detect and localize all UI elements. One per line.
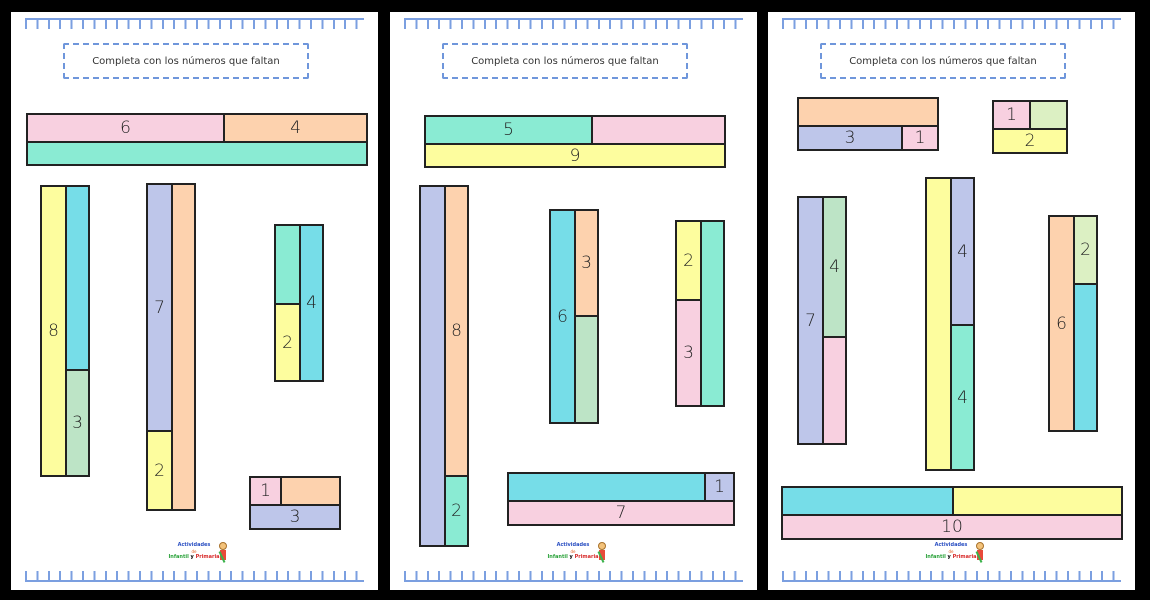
- bar-model-vertical-4-4: 4 4: [925, 177, 975, 471]
- part-cell: 1: [994, 102, 1029, 128]
- part-cell: 8: [446, 187, 467, 475]
- worksheet-page-1: Completa con los números que faltan 6 4 …: [11, 12, 378, 590]
- part-cell-blank[interactable]: [591, 117, 724, 143]
- bar-model-5-plus-blank-9: 5 9: [424, 115, 726, 168]
- part-cell: 4: [952, 179, 973, 324]
- part-cell: 3: [67, 369, 88, 475]
- mascot-icon: [218, 542, 228, 564]
- total-cell-blank[interactable]: [171, 185, 194, 509]
- part-cell-blank[interactable]: [783, 488, 952, 514]
- total-cell-blank[interactable]: [799, 99, 937, 125]
- bar-model-vertical-8: 8 3: [40, 185, 90, 477]
- total-cell-blank[interactable]: [421, 187, 444, 545]
- instruction-text: Completa con los números que faltan: [92, 55, 280, 67]
- part-cell: 5: [426, 117, 591, 143]
- total-cell: 6: [1050, 217, 1073, 430]
- publisher-logo: Actividades de Infantil y Primaria: [164, 542, 227, 568]
- worksheet-page-3: Completa con los números que faltan 3 1 …: [768, 12, 1135, 590]
- part-cell: 3: [576, 211, 597, 315]
- bar-model-vertical-2-3: 2 3: [675, 220, 725, 407]
- total-cell: 10: [783, 514, 1121, 538]
- instruction-text: Completa con los números que faltan: [471, 55, 659, 67]
- bar-model-blank-plus-1-7: 1 7: [507, 472, 735, 526]
- part-cell: 4: [223, 115, 366, 141]
- bottom-ruler-decoration: [782, 568, 1121, 582]
- part-cell-blank[interactable]: [67, 187, 88, 369]
- part-cell: 2: [1075, 217, 1096, 283]
- mascot-icon: [597, 542, 607, 564]
- part-cell: 3: [677, 299, 700, 405]
- total-cell: 6: [551, 211, 574, 422]
- part-cell: 4: [952, 324, 973, 469]
- part-cell-blank[interactable]: [509, 474, 704, 500]
- total-cell-blank[interactable]: [927, 179, 950, 469]
- instruction-box: Completa con los números que faltan: [442, 43, 688, 79]
- total-cell-blank[interactable]: [28, 141, 366, 164]
- part-cell-blank[interactable]: [824, 336, 845, 443]
- part-cell-blank[interactable]: [1075, 283, 1096, 430]
- top-ruler-decoration: [404, 18, 743, 32]
- top-ruler-decoration: [782, 18, 1121, 32]
- total-cell: 3: [251, 504, 339, 528]
- part-cell-blank[interactable]: [952, 488, 1121, 514]
- part-cell-blank[interactable]: [276, 226, 299, 303]
- bar-model-vertical-6: 6 2: [1048, 215, 1098, 432]
- bar-model-vertical-4: 2 4: [274, 224, 324, 382]
- bottom-ruler-decoration: [25, 568, 364, 582]
- instruction-text: Completa con los números que faltan: [849, 55, 1037, 67]
- part-cell: 1: [704, 474, 733, 500]
- part-cell: 1: [251, 478, 280, 504]
- bar-model-6-plus-4: 6 4: [26, 113, 368, 166]
- mascot-icon: [975, 542, 985, 564]
- bar-model-vertical-7-2: 7 2: [146, 183, 196, 511]
- bottom-ruler-decoration: [404, 568, 743, 582]
- total-cell: 7: [509, 500, 733, 524]
- part-cell: 4: [824, 198, 845, 336]
- part-cell: 1: [901, 127, 937, 149]
- part-cell: 2: [276, 303, 299, 380]
- publisher-logo: Actividades de Infantil y Primaria: [921, 542, 984, 568]
- bar-model-vertical-6: 6 3: [549, 209, 599, 424]
- part-cell-blank[interactable]: [576, 315, 597, 422]
- bar-model-1-plus-blank-2: 1 2: [992, 100, 1068, 154]
- part-cell: 3: [799, 127, 901, 149]
- top-ruler-decoration: [25, 18, 364, 32]
- total-cell: 4: [299, 226, 322, 380]
- part-cell: 7: [148, 185, 171, 430]
- bar-model-1-plus-blank-3: 1 3: [249, 476, 341, 530]
- total-cell: 8: [42, 187, 65, 475]
- bar-model-blank-3-1: 3 1: [797, 97, 939, 151]
- part-cell: 6: [28, 115, 223, 141]
- total-cell: 2: [994, 128, 1066, 152]
- total-cell: 9: [426, 143, 724, 166]
- part-cell-blank[interactable]: [280, 478, 339, 504]
- part-cell: 2: [148, 430, 171, 509]
- instruction-box: Completa con los números que faltan: [63, 43, 309, 79]
- part-cell: 2: [446, 475, 467, 545]
- publisher-logo: Actividades de Infantil y Primaria: [543, 542, 606, 568]
- total-cell: 7: [799, 198, 822, 443]
- instruction-box: Completa con los números que faltan: [820, 43, 1066, 79]
- bar-model-blank-blank-10: 10: [781, 486, 1123, 540]
- part-cell: 2: [677, 222, 700, 299]
- bar-model-vertical-7: 7 4: [797, 196, 847, 445]
- part-cell-blank[interactable]: [1029, 102, 1066, 128]
- total-cell-blank[interactable]: [700, 222, 723, 405]
- worksheet-page-2: Completa con los números que faltan 5 9 …: [390, 12, 757, 590]
- bar-model-vertical-8-2: 8 2: [419, 185, 469, 547]
